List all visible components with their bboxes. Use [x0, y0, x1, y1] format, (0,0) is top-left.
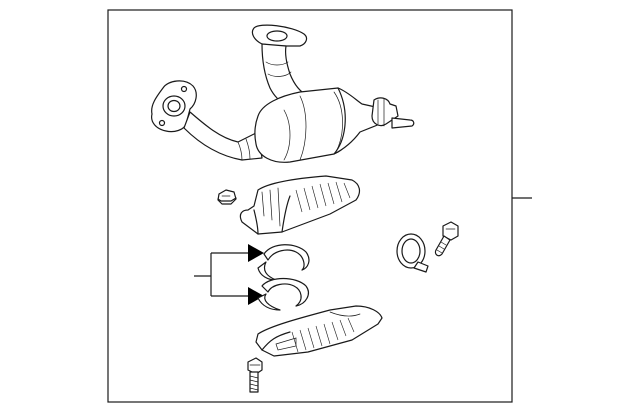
nut: [217, 189, 237, 205]
heat-shield-upper: [239, 175, 361, 235]
bolt: [434, 221, 459, 257]
gasket: [257, 244, 310, 311]
stud-bolt: [247, 357, 263, 393]
callout-bracket-left: [194, 244, 264, 305]
clamp: [396, 233, 429, 273]
arrow-icon: [248, 287, 264, 305]
heat-shield-lower: [255, 305, 383, 357]
arrow-icon: [248, 244, 264, 262]
catalytic-converter-assembly: [151, 24, 415, 163]
diagram-frame: [107, 9, 513, 403]
